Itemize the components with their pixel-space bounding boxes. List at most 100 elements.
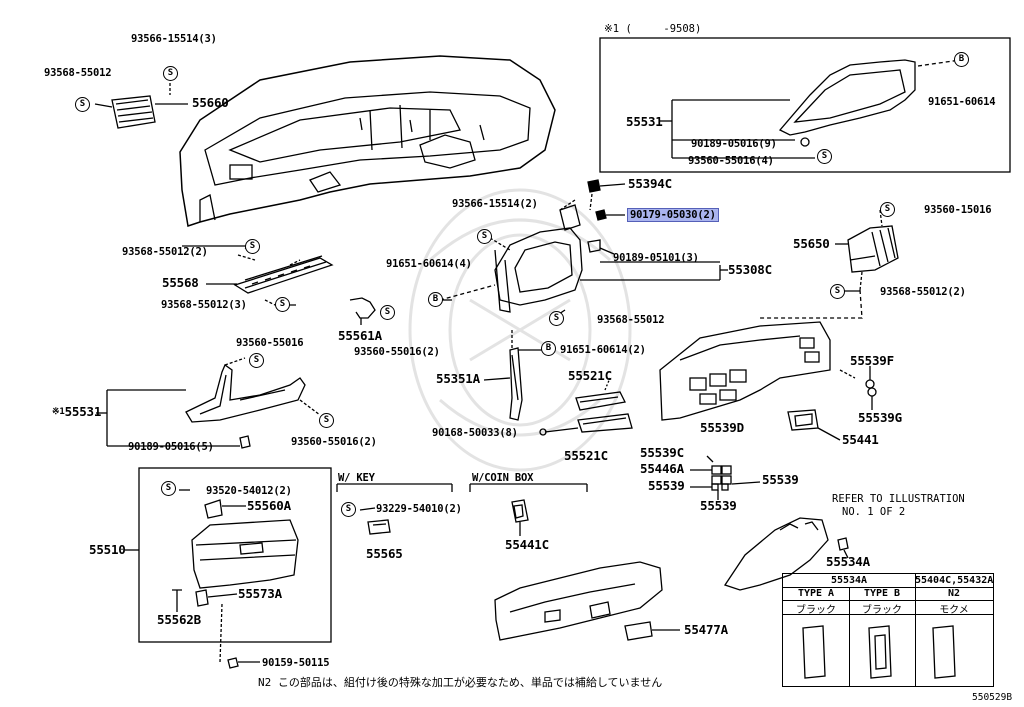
note-mark: ※1 ( — [604, 23, 632, 35]
part-55560A[interactable]: 55560A — [247, 498, 291, 513]
part-55568[interactable]: 55568 — [162, 275, 199, 290]
part-93568-55012-2b[interactable]: 93568-55012(2) — [122, 246, 208, 258]
table-type-a: TYPE A — [797, 588, 835, 599]
refer-line2: NO. 1 OF 2 — [842, 506, 906, 518]
part-90189-05016-5[interactable]: 90189-05016(5) — [128, 441, 214, 453]
part-93566-15514-2[interactable]: 93566-15514(2) — [452, 198, 538, 210]
table-n2: N2 — [947, 588, 961, 599]
vent-55660 — [111, 95, 156, 129]
part-93568-55012-a[interactable]: 93568-55012 — [44, 67, 112, 79]
part-55531-left-label: 55531 — [64, 404, 102, 419]
part-91651-60614-4[interactable]: 91651-60614(4) — [386, 258, 472, 270]
part-55521C-a[interactable]: 55521C — [568, 368, 612, 383]
refer-line1: REFER TO ILLUSTRATION — [832, 493, 965, 505]
part-55660[interactable]: 55660 — [192, 95, 229, 110]
part-55446A[interactable]: 55446A — [640, 461, 684, 476]
b-badge: B — [428, 292, 443, 307]
s-badge: S — [830, 284, 845, 299]
part-93568-55012-b[interactable]: 93568-55012 — [597, 314, 665, 326]
drawing-number: 550529B — [972, 692, 1013, 703]
part-55510[interactable]: 55510 — [89, 542, 126, 557]
s-badge: S — [249, 353, 264, 368]
s-badge: S — [880, 202, 895, 217]
s-badge: S — [319, 413, 334, 428]
b-badge: B — [541, 341, 556, 356]
s-badge: S — [817, 149, 832, 164]
part-93560-55016-4[interactable]: 93560-55016(4) — [688, 155, 774, 167]
part-93560-55016-2b[interactable]: 93560-55016(2) — [291, 436, 377, 448]
part-90179-05030-2[interactable]: 90179-05030(2) — [627, 208, 719, 222]
part-90168-50033-8[interactable]: 90168-50033(8) — [432, 427, 518, 439]
part-91651-60614[interactable]: 91651-60614 — [928, 96, 996, 108]
part-55561A[interactable]: 55561A — [338, 328, 382, 343]
part-55573A[interactable]: 55573A — [238, 586, 282, 601]
part-90189-05016-9[interactable]: 90189-05016(9) — [691, 138, 777, 150]
part-93229-54010-2[interactable]: 93229-54010(2) — [376, 503, 462, 515]
part-90189-05101-3[interactable]: 90189-05101(3) — [613, 252, 699, 264]
table-color-c: モクメ — [939, 605, 969, 616]
part-91651-60614-2[interactable]: 91651-60614(2) — [560, 344, 646, 356]
part-55650[interactable]: 55650 — [793, 236, 830, 251]
part-93520-54012-2[interactable]: 93520-54012(2) — [206, 485, 292, 497]
part-55534A[interactable]: 55534A — [826, 554, 870, 569]
part-93568-55012-3[interactable]: 93568-55012(3) — [161, 299, 247, 311]
s-badge: S — [380, 305, 395, 320]
center-cluster-panel — [659, 321, 831, 421]
part-55394C[interactable]: 55394C — [628, 176, 672, 191]
group-w-coin-box: W/COIN BOX — [472, 472, 534, 484]
bracket-55308C — [494, 227, 583, 306]
vent-55650 — [847, 225, 899, 273]
brace-55351A — [509, 347, 523, 421]
part-55531-left[interactable]: ※155531 — [52, 404, 102, 419]
part-55521C-b[interactable]: 55521C — [564, 448, 608, 463]
table-color-b: ブラック — [862, 605, 902, 616]
part-55441C[interactable]: 55441C — [505, 537, 549, 552]
part-55351A[interactable]: 55351A — [436, 371, 480, 386]
part-93560-55016[interactable]: 93560-55016 — [236, 337, 304, 349]
part-90159-50115[interactable]: 90159-50115 — [262, 657, 330, 669]
part-55539D[interactable]: 55539D — [700, 420, 744, 435]
s-badge: S — [341, 502, 356, 517]
s-badge: S — [275, 297, 290, 312]
coin-box-55441C — [511, 499, 529, 523]
part-55441[interactable]: 55441 — [842, 432, 879, 447]
part-55531-top[interactable]: 55531 — [626, 114, 663, 129]
frame-55531-top — [778, 59, 916, 136]
part-55539C[interactable]: 55539C — [640, 445, 684, 460]
part-55539G[interactable]: 55539G — [858, 410, 902, 425]
glove-box-frame — [138, 467, 332, 643]
part-55565[interactable]: 55565 — [366, 546, 403, 561]
table-part-drawings — [802, 625, 956, 679]
part-93566-15514-3[interactable]: 93566-15514(3) — [131, 33, 217, 45]
s-badge: S — [161, 481, 176, 496]
part-55308C[interactable]: 55308C — [728, 262, 772, 277]
s-badge: S — [477, 229, 492, 244]
part-55539-a[interactable]: 55539 — [648, 478, 685, 493]
table-type-b: TYPE B — [863, 588, 901, 599]
watermark-crest — [408, 188, 632, 472]
part-93560-15016[interactable]: 93560-15016 — [924, 204, 992, 216]
part-93568-55012-2a[interactable]: 93568-55012(2) — [880, 286, 966, 298]
part-93560-55016-2a[interactable]: 93560-55016(2) — [354, 346, 440, 358]
table-col1-header: 55534A — [830, 575, 868, 586]
s-badge: S — [75, 97, 90, 112]
part-55539-b[interactable]: 55539 — [762, 472, 799, 487]
frame-55531-left — [185, 364, 306, 423]
s-badge: S — [163, 66, 178, 81]
note-header: ※1 ( -9508) — [604, 23, 701, 35]
note-1-box — [599, 37, 1011, 173]
glovebox-55510 — [191, 519, 299, 589]
part-55539F[interactable]: 55539F — [850, 353, 894, 368]
part-55477A[interactable]: 55477A — [684, 622, 728, 637]
s-badge: S — [549, 311, 564, 326]
part-55539-c[interactable]: 55539 — [700, 498, 737, 513]
part-55562B[interactable]: 55562B — [157, 612, 201, 627]
note-range: -9508) — [663, 23, 702, 35]
lower-panel — [494, 561, 663, 641]
group-w-key: W/ KEY — [338, 472, 375, 484]
s-badge: S — [245, 239, 260, 254]
table-color-a: ブラック — [796, 605, 836, 616]
table-col2-header: 55404C,55432A — [915, 575, 994, 586]
